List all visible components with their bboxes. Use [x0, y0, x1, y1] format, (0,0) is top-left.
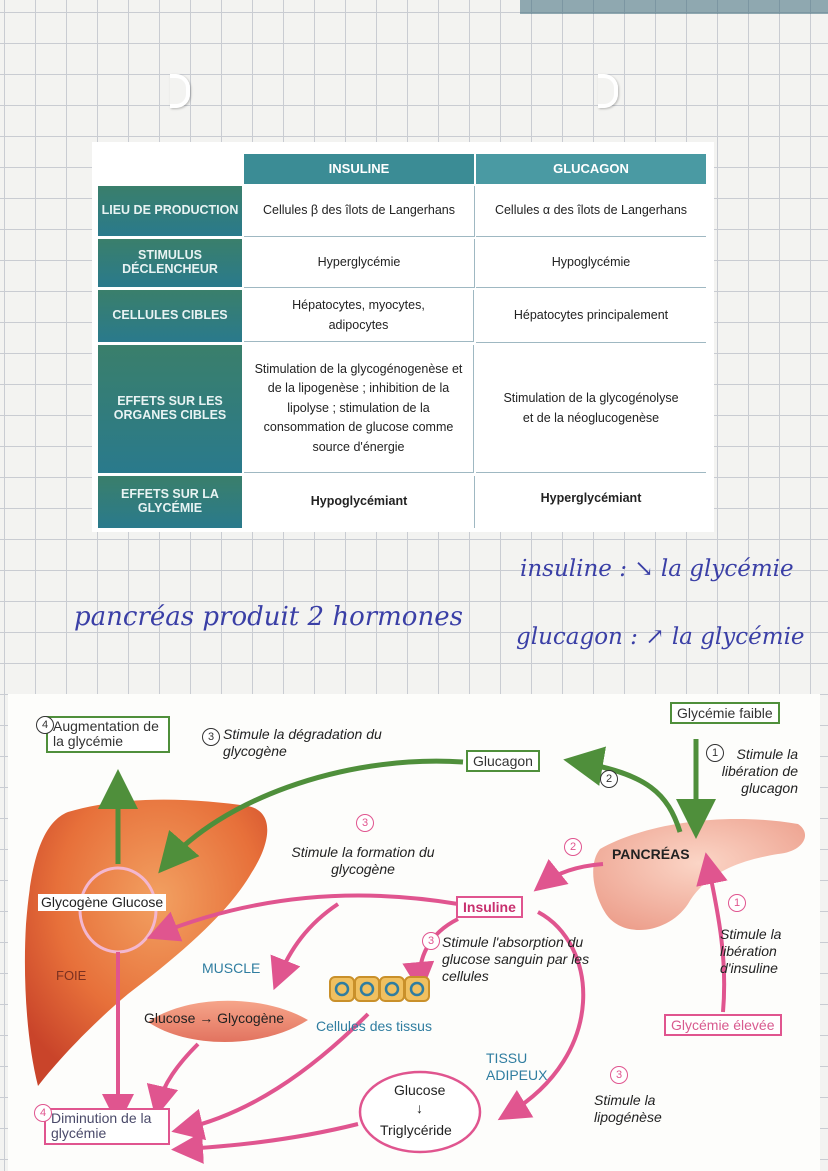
label-muscle: MUSCLE	[202, 960, 261, 976]
liver-shape	[24, 799, 268, 1086]
glycemia-regulation-diagram: Augmentation de la glycémie 4 3 Stimule …	[8, 694, 820, 1171]
cell-insulin-glycemia-effect: Hypoglycémiant	[244, 476, 475, 528]
step-number-2-insulin: 2	[564, 838, 582, 856]
diagram-artwork	[24, 739, 806, 1164]
cell-glucagon-organ-effects: Stimulation de la glycogénolyse et de la…	[476, 345, 706, 473]
row-header-stimulus: STIMULUS DÉCLENCHEUR	[98, 239, 242, 290]
cell-glucagon-glycemia-effect: Hyperglycémiant	[540, 491, 642, 506]
arrow-pancreas-to-glucagon	[563, 746, 683, 833]
arrow-elevee-to-pancreas	[696, 852, 728, 1013]
hormone-comparison-table: INSULINE GLUCAGON LIEU DE PRODUCTION Cel…	[92, 142, 714, 532]
tissue-cells-row	[329, 976, 430, 1002]
pancreas-shape	[593, 818, 806, 931]
label-adipose-arrow: ↓	[416, 1100, 423, 1116]
arrow-cells-to-diminution	[171, 1012, 370, 1141]
muscle-shape	[148, 1000, 308, 1043]
binder-hole-left	[170, 74, 190, 108]
arrow-pancreas-to-insulin	[533, 859, 604, 892]
arrow-insulin-to-adipose	[497, 910, 586, 1121]
step-number-3-absorption: 3	[422, 932, 440, 950]
arrow-glucagon-to-liver	[158, 758, 464, 874]
label-formation-glycogene: Stimule la formation du glycogène	[291, 844, 435, 877]
label-muscle-conversion: Glucose → Glycogène	[144, 1010, 285, 1026]
step-number-1-insulin: 1	[728, 894, 746, 912]
binder-hole-right	[598, 74, 618, 108]
label-liberation-glucagon: Stimule la libération de glucagon	[721, 746, 798, 796]
label-tissu-adipeux: TISSU ADIPEUX	[486, 1050, 548, 1083]
step-number-2-glucagon: 2	[600, 770, 618, 788]
glycemie-faible-box: Glycémie faible	[670, 702, 780, 725]
glucagon-box: Glucagon	[466, 750, 540, 773]
label-triglyceride: Triglycéride	[380, 1122, 452, 1138]
step-number-3-glucagon: 3	[202, 728, 220, 746]
label-glycogene-glucose: Glycogène Glucose	[38, 894, 167, 911]
label-liberation-insuline: Stimule la libération d'insuline	[720, 926, 782, 976]
insuline-label: Insuline	[463, 899, 516, 915]
row-header-target-cells: CELLULES CIBLES	[98, 290, 242, 345]
column-header-insulin: INSULINE	[244, 154, 474, 184]
arrow-muscle-to-diminution	[146, 1042, 200, 1118]
row-header-organ-effects: EFFETS SUR LES ORGANES CIBLES	[98, 345, 242, 476]
label-cellules-tissus: Cellules des tissus	[316, 1018, 432, 1034]
diminution-label: Diminution de la glycémie	[51, 1110, 152, 1142]
step-number-3-lipogenese: 3	[610, 1066, 628, 1084]
arrow-insulin-to-muscle	[270, 902, 340, 991]
step-number-1-glucagon: 1	[706, 744, 724, 762]
glycemie-elevee-box: Glycémie élevée	[664, 1014, 782, 1037]
cell-insulin-target-cells: Hépatocytes, myocytes, adipocytes	[244, 290, 474, 342]
label-absorption-glucose: Stimule l'absorption du glucose sanguin …	[442, 934, 590, 984]
page-top-edge	[520, 0, 828, 14]
augmentation-label: Augmentation de la glycémie	[53, 718, 159, 750]
step-number-4-top: 4	[36, 716, 54, 734]
step-number-4-bottom: 4	[34, 1104, 52, 1122]
column-header-glucagon: GLUCAGON	[476, 154, 706, 184]
diminution-glycemia-box: Diminution de la glycémie	[44, 1108, 170, 1145]
handwritten-note-main: pancréas produit 2 hormones	[74, 602, 463, 632]
label-lipogenese: Stimule la lipogénèse	[594, 1092, 662, 1125]
handwritten-note-glucagon: glucagon : ↗ la glycémie	[516, 624, 805, 650]
arrow-adipose-to-diminution	[171, 1122, 359, 1164]
cell-glucagon-production: Cellules α des îlots de Langerhans	[476, 186, 706, 237]
row-header-glycemia-effect: EFFETS SUR LA GLYCÉMIE	[98, 476, 242, 528]
augmentation-glycemia-box: Augmentation de la glycémie	[46, 716, 170, 753]
label-foie: FOIE	[56, 968, 87, 983]
cell-glucagon-target-cells: Hépatocytes principalement	[476, 290, 706, 343]
pancreas-label: PANCRÉAS	[612, 846, 690, 862]
glycemie-elevee-label: Glycémie élevée	[671, 1017, 775, 1033]
cell-glucagon-stimulus: Hypoglycémie	[476, 239, 706, 288]
insuline-box: Insuline	[456, 896, 523, 919]
label-degradation-glycogene: Stimule la dégradation du glycogène	[223, 726, 382, 759]
label-adipose-glucose: Glucose	[394, 1082, 446, 1098]
adipose-cell-shape	[358, 1070, 482, 1154]
step-number-3-insulin: 3	[356, 814, 374, 832]
cell-insulin-production: Cellules β des îlots de Langerhans	[244, 186, 475, 237]
cell-insulin-organ-effects: Stimulation de la glycogénogenèse et de …	[244, 345, 474, 473]
arrow-insulin-to-liver	[146, 893, 459, 942]
cell-insulin-stimulus: Hyperglycémie	[244, 239, 475, 288]
handwritten-note-insulin: insuline : ↘ la glycémie	[520, 556, 794, 582]
row-header-production: LIEU DE PRODUCTION	[98, 186, 242, 239]
